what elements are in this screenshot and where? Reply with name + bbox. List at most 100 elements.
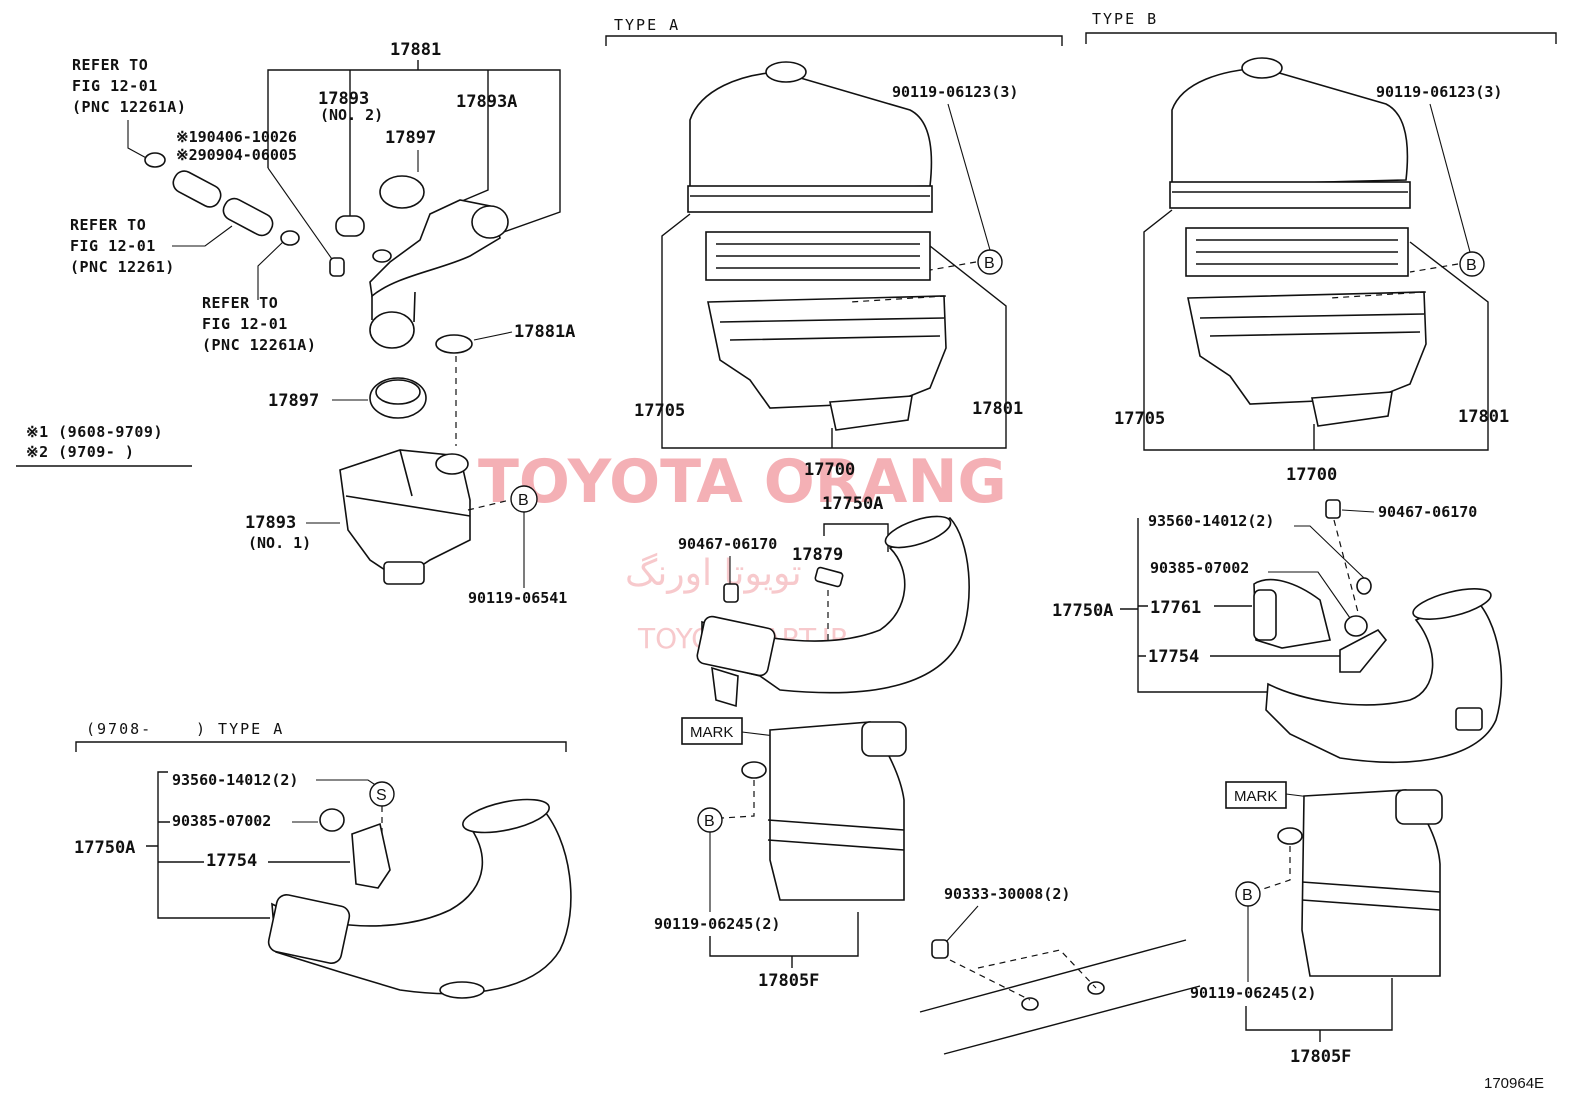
label-ta-17879: 17879: [792, 545, 843, 565]
dash-tb-resonator: [1259, 846, 1291, 891]
mark-box: [1225, 781, 1287, 809]
cleaner-cap-rim-icon: [687, 185, 933, 213]
body-panel-lines: [919, 939, 1201, 1055]
leader-90333: [945, 905, 979, 943]
body-panel-group: 90333-30008(2): [919, 885, 1201, 1055]
cap-knob-icon: [1241, 57, 1283, 79]
label-90904: ※290904-06005: [176, 146, 297, 164]
label-ta-mark: MARK: [690, 724, 733, 741]
bracket-tb-17700: [1143, 209, 1489, 451]
label-tb-93560: 93560-14012(2): [1148, 512, 1274, 530]
pipe-outlet-icon: [369, 311, 415, 349]
ref3-line3: (PNC 12261A): [202, 336, 316, 354]
mark-box: [681, 717, 743, 745]
leader-tb-90467: [1341, 509, 1375, 513]
section-headers: TYPE A TYPE B (9708- ) TYPE A: [75, 10, 1557, 752]
hole-icon: [1087, 981, 1105, 995]
leader-tb-90385: [1268, 571, 1351, 619]
resonator-neck-icon: [383, 561, 425, 585]
bracket-17754-icon: [1339, 628, 1388, 673]
header-type-b: TYPE B: [1092, 10, 1158, 28]
label-17893-no2-sub: (NO. 2): [320, 106, 383, 124]
resonator-detail: [345, 449, 471, 517]
seal-face-icon: [1253, 589, 1277, 641]
label-17897-mid: 17897: [268, 391, 319, 411]
circle-b-text: B: [1466, 257, 1477, 274]
screw-icon: [1356, 577, 1372, 595]
type-a-duct: 17750A 90467-06170 17879 MARK B 90119-06…: [654, 494, 970, 991]
duct-clip-icon: [1455, 707, 1483, 731]
leader-90406: [267, 167, 335, 263]
label-bl-17750a: 17750A: [74, 838, 135, 858]
diagram-code: 170964E: [1484, 1075, 1544, 1092]
hose-icon: [172, 170, 222, 208]
leader-17881a: [473, 331, 513, 341]
leader-tb-90119-06123: [1429, 103, 1471, 253]
label-tb-90119-06123: 90119-06123(3): [1376, 83, 1502, 101]
ref3-line1: REFER TO: [202, 294, 278, 312]
label-ta-90119-06123: 90119-06123(3): [892, 83, 1018, 101]
pipe-outline: [371, 291, 416, 323]
ref3-leader: [257, 239, 286, 300]
cleaner-cap-icon: [689, 71, 933, 191]
leader-ta-90119-06123: [947, 103, 991, 251]
label-tb-90385: 90385-07002: [1150, 559, 1249, 577]
label-17881a: 17881A: [514, 322, 575, 342]
dash-tb-b: [1329, 263, 1459, 299]
ref1-line1: REFER TO: [72, 56, 148, 74]
leader-tb-93560: [1294, 525, 1365, 579]
bracket-17881: [267, 69, 561, 235]
header-bottom-left-range: (9708-: [86, 720, 152, 738]
circle-b-marker: [1459, 251, 1485, 277]
label-17881: 17881: [390, 40, 441, 60]
label-tb-90119-06245: 90119-06245(2): [1190, 984, 1316, 1002]
label-17897-top: 17897: [385, 128, 436, 148]
label-17893-no1-sub: (NO. 1): [248, 534, 311, 552]
dash-b1: [467, 499, 511, 511]
label-tb-17700: 17700: [1286, 465, 1337, 485]
filter-lines: [1196, 239, 1398, 265]
type-b-duct: 93560-14012(2) 90467-06170 90385-07002 1…: [1052, 499, 1503, 1067]
label-90406: ※190406-10026: [176, 128, 297, 146]
bottom-left-duct: 93560-14012(2) S 90385-07002 17750A 1775…: [74, 771, 572, 999]
ref1-line3: (PNC 12261A): [72, 98, 186, 116]
label-tb-90467: 90467-06170: [1378, 503, 1477, 521]
cleaner-case-icon: [707, 295, 947, 409]
bolt-90467-icon: [723, 583, 739, 603]
hose-17893-no2-icon: [335, 215, 365, 237]
label-bl-17754: 17754: [206, 851, 257, 871]
ref2-line3: (PNC 12261): [70, 258, 175, 276]
duct-outlet-icon: [1412, 588, 1492, 620]
cleaner-cap-icon: [1171, 67, 1409, 187]
cap-knob-icon: [765, 61, 807, 83]
label-tb-17705: 17705: [1114, 409, 1165, 429]
label-ta-17700: 17700: [804, 460, 855, 480]
ref3-line2: FIG 12-01: [202, 315, 288, 333]
cleaner-outlet-icon: [829, 395, 913, 431]
bolt-90467-icon: [1325, 499, 1341, 519]
hole-icon: [1021, 997, 1039, 1011]
bracket-bl-17750a: [157, 771, 270, 919]
watermark-persian: تویوتا اورنگ: [625, 552, 802, 594]
pad-17879-icon: [814, 566, 844, 588]
duct-drain-icon: [439, 981, 485, 999]
pipe-inlet-icon: [471, 205, 509, 239]
circle-b-marker: [977, 249, 1003, 275]
label-tb-mark: MARK: [1234, 788, 1277, 805]
label-tb-17750a: 17750A: [1052, 601, 1113, 621]
circle-b-text: B: [1242, 887, 1253, 904]
small-clamp-icon: [372, 249, 392, 263]
type-a-cleaner: 90119-06123(3) B 17705 17801 17700: [634, 61, 1023, 480]
bracket-bottom-left: [75, 741, 567, 752]
label-ta-90467: 90467-06170: [678, 535, 777, 553]
bracket-boss-icon: [741, 761, 767, 779]
duct-inlet-icon: [267, 894, 351, 964]
hose-clamp-icon: [144, 152, 166, 168]
legend-note1: ※1 (9608-9709): [26, 423, 163, 441]
bracket-ta-17700: [661, 213, 1007, 449]
label-17893-no1: 17893: [245, 513, 296, 533]
hose-clamp-icon: [280, 230, 300, 246]
dash-ta-b: [849, 261, 977, 303]
label-ta-17801: 17801: [972, 399, 1023, 419]
